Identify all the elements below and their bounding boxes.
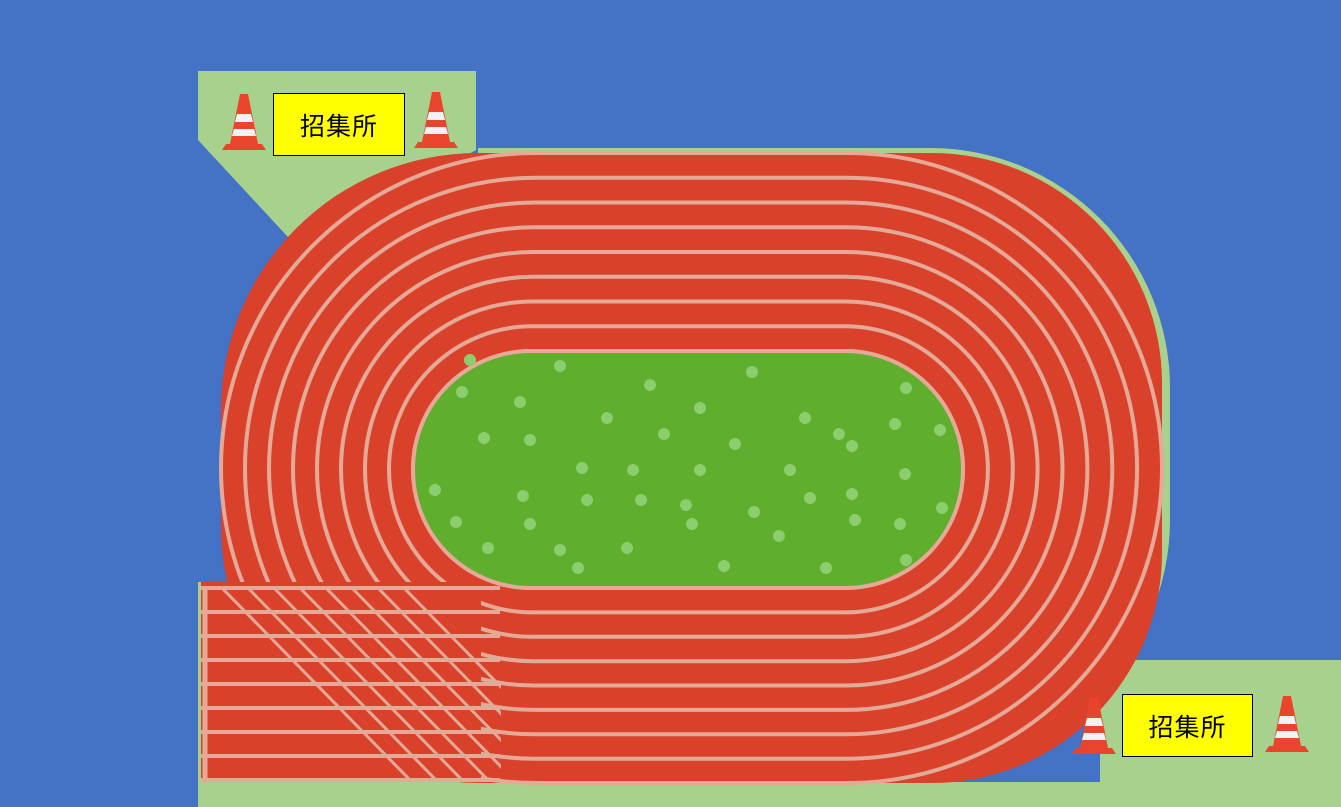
stagger-line xyxy=(376,586,501,716)
stagger-line xyxy=(402,586,501,690)
infield xyxy=(411,349,965,590)
infield-dot xyxy=(554,544,566,556)
infield-dot xyxy=(450,516,462,528)
stagger-line xyxy=(324,586,501,769)
infield-dot xyxy=(894,518,906,530)
infield-dot xyxy=(635,494,647,506)
infield-dot xyxy=(748,506,760,518)
infield-dot xyxy=(686,518,698,530)
infield-dot xyxy=(729,438,741,450)
infield-dot xyxy=(820,562,832,574)
staggered-start-lines xyxy=(220,586,501,782)
infield-dot xyxy=(900,382,912,394)
infield-dot xyxy=(576,462,588,474)
infield-dot xyxy=(517,490,529,502)
infield-dot xyxy=(694,402,706,414)
lane-line xyxy=(315,250,1065,688)
infield-dot xyxy=(482,542,494,554)
lane-line xyxy=(339,274,1040,664)
infield-dot xyxy=(846,488,858,500)
infield-dot xyxy=(627,464,639,476)
infield-dot xyxy=(524,434,536,446)
lane-line xyxy=(219,151,1164,785)
infield-dot xyxy=(889,418,901,430)
infield-dot xyxy=(936,502,948,514)
traffic-cone-icon xyxy=(414,92,458,148)
infield-dot xyxy=(804,492,816,504)
infield-dot xyxy=(846,440,858,452)
infield-dot xyxy=(934,424,946,436)
infield-dot xyxy=(849,514,861,526)
infield-dot xyxy=(554,360,566,372)
lane-line xyxy=(363,299,1015,639)
infield-dot xyxy=(718,560,730,572)
traffic-cone-icon xyxy=(1072,698,1116,754)
lane-line xyxy=(387,324,990,615)
stagger-line xyxy=(350,586,501,743)
infield-dot xyxy=(644,379,656,391)
lane-line xyxy=(267,200,1115,737)
infield-dot xyxy=(784,464,796,476)
infield-dot xyxy=(799,412,811,424)
call-room-label-bottom-right: 招集所 xyxy=(1122,694,1253,757)
infield-dot xyxy=(746,366,758,378)
infield-dot xyxy=(464,354,476,366)
stagger-line xyxy=(272,586,466,782)
infield-dot xyxy=(694,464,706,476)
infield-dot xyxy=(658,428,670,440)
home-straight xyxy=(201,582,501,782)
stagger-line xyxy=(298,586,492,782)
infield-dot xyxy=(833,428,845,440)
infield-dot xyxy=(456,386,468,398)
infield-dot xyxy=(572,562,584,574)
infield-dot xyxy=(514,396,526,408)
traffic-cone-icon xyxy=(222,94,266,150)
infield-dot xyxy=(478,432,490,444)
infield-dot xyxy=(621,542,633,554)
infield-dot xyxy=(429,484,441,496)
stagger-line xyxy=(246,586,440,782)
infield-dot xyxy=(601,412,613,424)
stagger-line xyxy=(220,586,414,782)
lane-line xyxy=(243,175,1140,761)
infield-dot xyxy=(680,499,692,511)
call-room-label-top-left: 招集所 xyxy=(273,93,405,156)
infield-dots xyxy=(429,354,948,574)
lawn-top-left xyxy=(198,71,476,250)
infield-dot xyxy=(900,554,912,566)
lane-line xyxy=(291,225,1090,712)
infield-dot xyxy=(581,494,593,506)
infield-dot xyxy=(524,518,536,530)
traffic-cone-icon xyxy=(1265,696,1309,752)
infield-dot xyxy=(899,468,911,480)
infield-dot xyxy=(773,530,785,542)
